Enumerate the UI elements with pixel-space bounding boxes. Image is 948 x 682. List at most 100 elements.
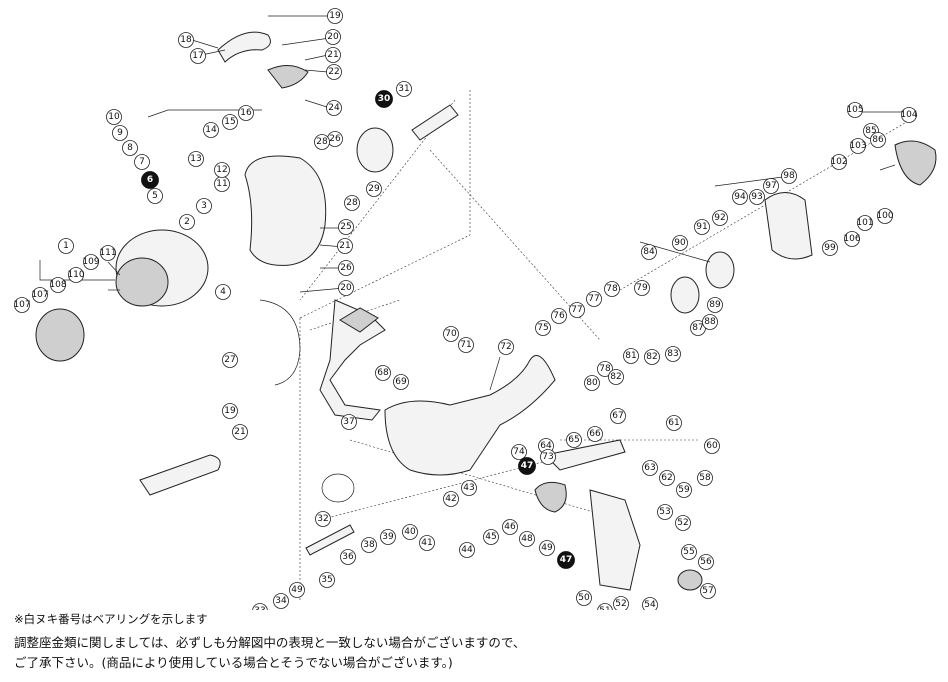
bearing-callout-circle xyxy=(557,551,575,569)
part-number-label: 85 xyxy=(865,126,876,136)
part-callout-circle xyxy=(551,308,567,324)
part-number-label: 89 xyxy=(709,300,721,310)
part-number-label: 77 xyxy=(588,294,599,304)
part-callout-circle xyxy=(340,549,356,565)
part-callout-circle xyxy=(694,219,710,235)
part-callout: 19 xyxy=(327,8,343,24)
part-callout: 98 xyxy=(781,168,797,184)
part-callout: 45 xyxy=(483,529,499,545)
part-callout: 77 xyxy=(586,291,602,307)
part-callout: 48 xyxy=(519,531,535,547)
part-callout-circle xyxy=(252,603,268,610)
part-callout: 66 xyxy=(587,426,603,442)
bearing-number-label: 47 xyxy=(560,555,573,565)
part-number-label: 40 xyxy=(404,527,416,537)
part-callout-circle xyxy=(319,572,335,588)
part-callout-circle xyxy=(196,198,212,214)
part-number-label: 64 xyxy=(540,441,552,451)
part-callout: 13 xyxy=(188,151,204,167)
bearing-number-label: 30 xyxy=(378,94,391,104)
part-number-label: 44 xyxy=(461,545,473,555)
part-callout-circle xyxy=(337,238,353,254)
part-number-label: 27 xyxy=(224,355,235,365)
part-callout-circle xyxy=(326,64,342,80)
part-callout-circle xyxy=(576,590,592,606)
part-callout: 83 xyxy=(665,346,681,362)
part-callout-circle xyxy=(672,235,688,251)
part-callout: 84 xyxy=(641,244,657,260)
part-callout-circle xyxy=(681,544,697,560)
drag-knob-shape xyxy=(35,308,85,362)
rear-knob-shape xyxy=(894,140,937,186)
part-number-label: 80 xyxy=(586,378,598,388)
part-callout: 107 xyxy=(13,297,31,313)
part-callout-circle xyxy=(659,470,675,486)
part-callout: 55 xyxy=(681,544,697,560)
part-callout-circle xyxy=(644,349,660,365)
part-number-label: 87 xyxy=(692,323,703,333)
part-callout: 2 xyxy=(179,214,195,230)
part-callout: 29 xyxy=(366,181,382,197)
handle-knob-shape xyxy=(339,307,379,333)
part-callout-circle xyxy=(188,151,204,167)
part-number-label: 53 xyxy=(659,507,670,517)
part-number-label: 108 xyxy=(49,280,66,290)
rear-housing-shape xyxy=(764,192,813,260)
part-callout: 33 xyxy=(252,603,268,610)
part-number-label: 99 xyxy=(824,243,836,253)
part-callout-circle xyxy=(502,519,518,535)
part-callout-circle xyxy=(402,524,418,540)
part-number-label: 106 xyxy=(843,234,860,244)
part-number-label: 103 xyxy=(849,141,866,151)
part-callout-circle xyxy=(338,219,354,235)
part-callout-circle xyxy=(483,529,499,545)
part-callout-circle xyxy=(380,529,396,545)
part-number-label: 29 xyxy=(368,184,380,194)
part-callout: 56 xyxy=(698,554,714,570)
part-callout: 102 xyxy=(830,154,848,170)
part-number-label: 55 xyxy=(683,547,694,557)
part-callout-circle xyxy=(781,168,797,184)
part-callout-circle xyxy=(732,189,748,205)
bearing-callout: 30 xyxy=(375,90,393,108)
body-shape xyxy=(384,355,556,476)
part-callout: 91 xyxy=(694,219,710,235)
part-callout: 75 xyxy=(535,320,551,336)
part-number-label: 35 xyxy=(321,575,332,585)
part-number-label: 76 xyxy=(553,311,565,321)
part-callout-circle xyxy=(641,244,657,260)
part-callout: 94 xyxy=(732,189,748,205)
part-callout-circle xyxy=(458,337,474,353)
part-callout: 32 xyxy=(315,511,331,527)
part-callout: 52 xyxy=(675,515,691,531)
part-callout: 110 xyxy=(67,267,85,283)
part-number-label: 15 xyxy=(224,117,235,127)
part-number-label: 65 xyxy=(568,435,579,445)
part-callout-circle xyxy=(461,480,477,496)
pinion-shaft-shape xyxy=(411,104,459,141)
part-callout: 74 xyxy=(511,444,527,460)
part-number-label: 10 xyxy=(108,112,120,122)
part-callout: 103 xyxy=(849,138,867,154)
handle-shape xyxy=(319,299,386,421)
part-callout: 22 xyxy=(326,64,342,80)
part-callout: 10 xyxy=(106,109,122,125)
part-callout-circle xyxy=(338,280,354,296)
part-number-label: 48 xyxy=(521,534,533,544)
part-callout-circle xyxy=(597,361,613,377)
bearing-callout: 47 xyxy=(518,457,536,475)
part-number-label: 43 xyxy=(463,483,474,493)
part-callout: 65 xyxy=(566,432,582,448)
part-callout-circle xyxy=(344,195,360,211)
bearing-callout-circle xyxy=(141,171,159,189)
part-callout: 90 xyxy=(672,235,688,251)
part-callout-circle xyxy=(623,348,639,364)
line-roller-cover-shape xyxy=(267,65,309,89)
part-callout-circle xyxy=(325,29,341,45)
part-callout-circle xyxy=(314,134,330,150)
part-number-label: 56 xyxy=(700,557,712,567)
part-number-label: 100 xyxy=(876,211,893,221)
part-callout-circle xyxy=(361,537,377,553)
part-callout-circle xyxy=(341,414,357,430)
part-callout: 51 xyxy=(597,603,613,610)
